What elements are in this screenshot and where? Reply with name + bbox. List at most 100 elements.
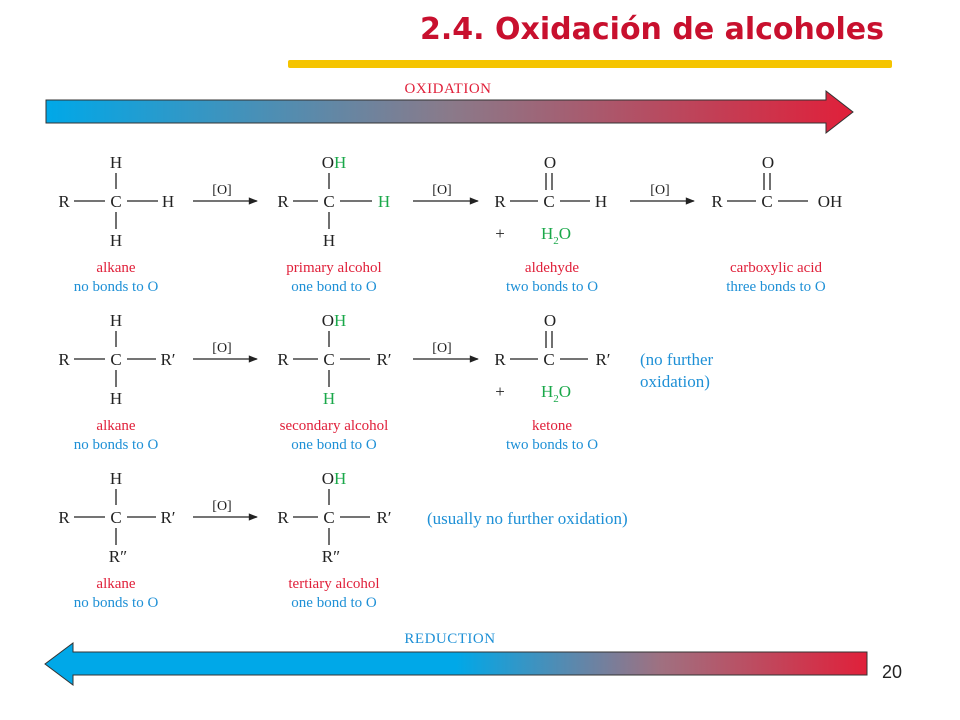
title-underline — [288, 60, 892, 68]
label-bonds: two bonds to O — [506, 279, 598, 295]
atom-r: R — [58, 192, 70, 211]
atom-h: H — [110, 153, 122, 172]
reagent-o: [O] — [212, 499, 231, 514]
row1-arrow3: [O] — [630, 183, 695, 205]
atom-r: R — [58, 508, 70, 527]
atom-r-prime: R′ — [595, 350, 610, 369]
label-name: alkane — [96, 418, 135, 434]
label-bonds: one bond to O — [291, 279, 377, 295]
label-name: alkane — [96, 260, 135, 276]
atom-r: R — [494, 192, 506, 211]
reagent-o: [O] — [432, 341, 451, 356]
reduction-arrow — [44, 642, 868, 686]
label-bonds: no bonds to O — [74, 437, 159, 453]
hydroxyl-group: OH — [322, 469, 347, 488]
row1-arrow1: [O] — [193, 183, 258, 205]
atom-h: H — [595, 192, 607, 211]
reagent-o: [O] — [650, 183, 669, 198]
atom-r-double-prime: R″ — [109, 547, 127, 566]
atom-h: H — [110, 389, 122, 408]
label-bonds: one bond to O — [291, 437, 377, 453]
reagent-o: [O] — [212, 183, 231, 198]
row2-secondary-alcohol: OH R C R′ H — [277, 311, 391, 408]
atom-r: R — [277, 350, 289, 369]
atom-c: C — [323, 350, 334, 369]
atom-h: H — [162, 192, 174, 211]
label-bonds: no bonds to O — [74, 595, 159, 611]
atom-r-prime: R′ — [160, 508, 175, 527]
row2-ketone: O R C R′ + H2O — [494, 311, 610, 405]
row3-note: (usually no further oxidation) — [427, 509, 628, 528]
atom-r-prime: R′ — [376, 508, 391, 527]
label-name: tertiary alcohol — [288, 576, 379, 592]
atom-r-double-prime: R″ — [322, 547, 340, 566]
atom-c: C — [761, 192, 772, 211]
reagent-o: [O] — [212, 341, 231, 356]
row3-tertiary-alcohol: OH R C R′ R″ — [277, 469, 391, 566]
atom-o: O — [544, 311, 556, 330]
row1-carboxylic-acid: O R C OH — [711, 153, 842, 211]
water: H2O — [541, 382, 571, 405]
note-line1: (no further — [640, 350, 714, 369]
row1-alkane: H R C H H — [58, 153, 174, 250]
row3-labels: alkane no bonds to O tertiary alcohol on… — [74, 576, 380, 611]
atom-r-prime: R′ — [160, 350, 175, 369]
row2-labels: alkane no bonds to O secondary alcohol o… — [74, 418, 599, 453]
reduction-label: REDUCTION — [404, 631, 495, 647]
atom-r: R — [277, 508, 289, 527]
atom-c: C — [323, 508, 334, 527]
atom-r: R — [711, 192, 723, 211]
hydroxyl-oh: OH — [818, 192, 843, 211]
atom-h-green: H — [323, 389, 335, 408]
row3-alkane: H R C R′ R″ — [58, 469, 175, 566]
label-name: secondary alcohol — [280, 418, 389, 434]
label-name: ketone — [532, 418, 572, 434]
atom-h: H — [110, 231, 122, 250]
row2-arrow2: [O] — [413, 341, 479, 363]
atom-c: C — [110, 192, 121, 211]
oxidation-label: OXIDATION — [405, 81, 492, 97]
atom-h: H — [110, 311, 122, 330]
row2-alkane: H R C R′ H — [58, 311, 175, 408]
label-name: carboxylic acid — [730, 260, 823, 276]
atom-r: R — [277, 192, 289, 211]
atom-c: C — [543, 350, 554, 369]
atom-r: R — [494, 350, 506, 369]
atom-r: R — [58, 350, 70, 369]
label-name: aldehyde — [525, 260, 579, 276]
page-number: 20 — [881, 662, 902, 682]
atom-h: H — [323, 231, 335, 250]
label-bonds: one bond to O — [291, 595, 377, 611]
label-bonds: three bonds to O — [726, 279, 826, 295]
label-name: alkane — [96, 576, 135, 592]
oxidation-arrow — [45, 89, 854, 135]
row1-primary-alcohol: OH R C H H — [277, 153, 390, 250]
hydroxyl-group: OH — [322, 311, 347, 330]
hydroxyl-group: OH — [322, 153, 347, 172]
atom-h-green: H — [378, 192, 390, 211]
row2-note: (no further oxidation) — [640, 350, 714, 391]
atom-c: C — [323, 192, 334, 211]
reagent-o: [O] — [432, 183, 451, 198]
plus-sign: + — [495, 382, 505, 401]
row2-arrow1: [O] — [193, 341, 258, 363]
atom-r-prime: R′ — [376, 350, 391, 369]
plus-sign: + — [495, 224, 505, 243]
atom-c: C — [110, 350, 121, 369]
slide-title: 2.4. Oxidación de alcoholes — [420, 12, 884, 47]
row1-arrow2: [O] — [413, 183, 479, 205]
row1-labels: alkane no bonds to O primary alcohol one… — [74, 260, 826, 295]
row3-arrow1: [O] — [193, 499, 258, 521]
atom-c: C — [110, 508, 121, 527]
atom-c: C — [543, 192, 554, 211]
note: (usually no further oxidation) — [427, 509, 628, 528]
note-line2: oxidation) — [640, 372, 710, 391]
water: H2O — [541, 224, 571, 247]
atom-o: O — [762, 153, 774, 172]
atom-o: O — [544, 153, 556, 172]
label-name: primary alcohol — [286, 260, 381, 276]
label-bonds: two bonds to O — [506, 437, 598, 453]
atom-h: H — [110, 469, 122, 488]
